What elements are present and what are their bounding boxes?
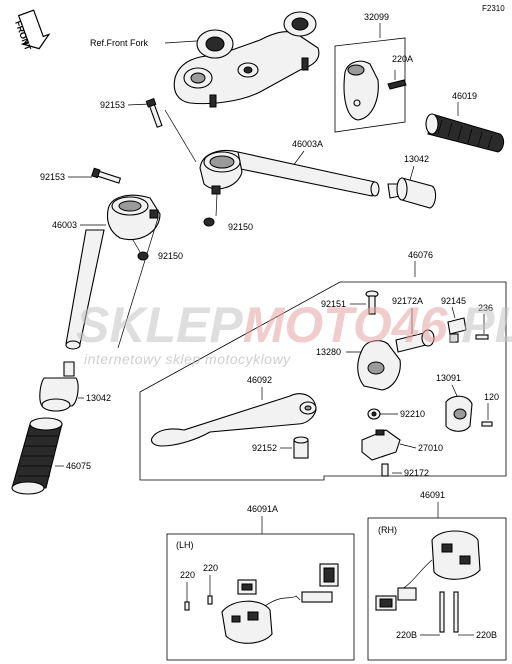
part-13042-a-label: 13042 (404, 154, 429, 164)
part-13042-b-label: 13042 (86, 393, 111, 403)
part-46091A-label: 46091A (247, 504, 278, 514)
lever-holder (357, 329, 435, 391)
part-32099-label: 32099 (364, 12, 389, 22)
switch-27010 (361, 429, 401, 461)
part-46076-label: 46076 (408, 250, 433, 260)
part-92172A-label: 92172A (392, 296, 423, 306)
bolt-120 (481, 421, 493, 427)
part-46003-label: 46003 (52, 220, 77, 230)
part-46091-label: 46091 (420, 490, 445, 500)
bolt-92150-a (203, 217, 215, 227)
watermark: SKLEPMOTO46.PL internetowy sklep motocyk… (76, 297, 512, 367)
watermark-title-a: SKLEP (76, 297, 243, 353)
part-92145-label: 92145 (441, 296, 466, 306)
part-120-label: 120 (484, 392, 499, 402)
clutch-lever (150, 393, 317, 447)
part-92210-label: 92210 (400, 409, 425, 419)
nut-92210 (367, 408, 381, 420)
ref-front-fork-label: Ref.Front Fork (90, 38, 149, 48)
bar-end-weight-right (387, 177, 437, 209)
part-13280-label: 13280 (316, 347, 341, 357)
watermark-subtitle: internetowy sklep motocyklowy (84, 351, 291, 367)
right-grip (425, 113, 505, 153)
part-92151-label: 92151 (321, 299, 346, 309)
adjuster-92145 (447, 317, 467, 343)
svg-text:SKLEPMOTO46.PL: SKLEPMOTO46.PL (76, 297, 512, 353)
right-handlebar (199, 150, 380, 197)
part-92153-a-label: 92153 (100, 100, 125, 110)
part-13091-label: 13091 (436, 373, 461, 383)
part-92150-b-label: 92150 (158, 251, 183, 261)
part-220B-b-label: 220B (476, 630, 497, 640)
part-46019-label: 46019 (452, 91, 477, 101)
part-46092-label: 46092 (247, 375, 272, 385)
lh-switch-housing (184, 563, 339, 644)
clamp-13091 (445, 395, 473, 432)
part-220A-label: 220A (392, 54, 413, 64)
screw-236 (475, 334, 489, 340)
part-92152-label: 92152 (252, 443, 277, 453)
watermark-title-b: MOTO (243, 297, 392, 353)
part-92172-label: 92172 (404, 468, 429, 478)
part-46075-label: 46075 (66, 461, 91, 471)
part-220-a-label: 220 (180, 570, 195, 580)
bolt-92150-b (137, 251, 149, 261)
brake-reservoir-holder (343, 60, 407, 121)
screw-92172 (381, 463, 389, 477)
collar-92152 (293, 436, 309, 459)
lh-label: (LH) (176, 540, 194, 550)
bar-end-weight-left (39, 361, 79, 412)
front-arrow-icon (17, 9, 51, 50)
part-220-b-label: 220 (203, 563, 218, 573)
watermark-title-d: .PL (447, 297, 512, 353)
part-46003A-label: 46003A (292, 139, 323, 149)
part-92153-b-label: 92153 (40, 172, 65, 182)
rh-switch-housing (375, 530, 481, 633)
left-handlebar (65, 194, 161, 350)
bolt-92153-a (145, 97, 163, 128)
part-27010-label: 27010 (418, 443, 443, 453)
rh-label: (RH) (378, 525, 397, 535)
left-grip (11, 417, 63, 495)
part-220B-a-label: 220B (396, 630, 417, 640)
watermark-title-c: 46 (391, 297, 449, 353)
bolt-92153-b (91, 167, 122, 184)
diagram-code: F2310 (482, 4, 505, 13)
pivot-bolt-92151 (365, 290, 379, 315)
part-236-label: 236 (478, 303, 493, 313)
upper-triple-clamp (173, 11, 320, 108)
part-92150-a-label: 92150 (228, 222, 253, 232)
